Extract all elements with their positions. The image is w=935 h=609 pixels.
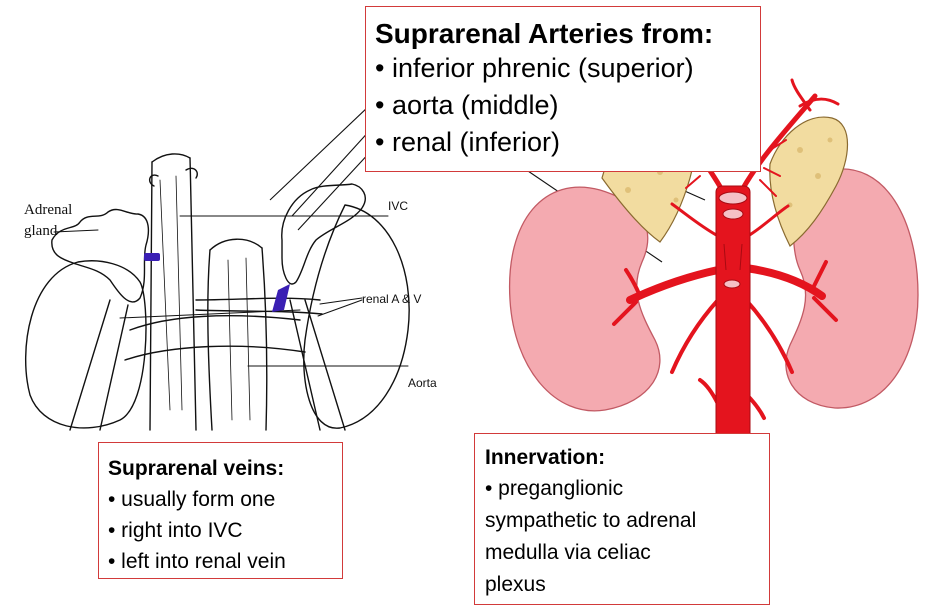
veins-item-left-renal: • left into renal vein <box>108 550 286 573</box>
ivc-vessel <box>149 157 197 431</box>
innervation-line-2: sympathetic to adrenal <box>485 509 697 532</box>
renal-av-label: renal A & V <box>362 292 422 306</box>
innervation-line-3: medulla via celiac <box>485 541 651 564</box>
left-line-drawing <box>25 153 410 431</box>
innervation-line-4: plexus <box>485 573 546 596</box>
right-drawing-kidney <box>303 204 410 429</box>
right-kidney <box>785 168 919 409</box>
right-middle-suprarenal <box>746 204 790 238</box>
arteries-item-aorta: • aorta (middle) <box>375 90 559 120</box>
veins-item-right-ivc: • right into IVC <box>108 519 243 542</box>
arteries-item-inferior-phrenic: • inferior phrenic (superior) <box>375 53 694 83</box>
left-vein-mark <box>144 253 160 261</box>
veins-item-form-one: • usually form one <box>108 488 276 511</box>
suprarenal-veins-box: Suprarenal veins: • usually form one • r… <box>98 442 343 579</box>
ivc-label: IVC <box>388 199 409 213</box>
left-kidney <box>508 186 661 412</box>
renal-leader-2 <box>317 299 363 317</box>
left-drawing-adrenal <box>51 208 150 303</box>
innervation-title: Innervation: <box>485 446 606 469</box>
left-drawing-kidney <box>25 260 147 429</box>
arteries-title: Suprarenal Arteries from: <box>375 18 714 49</box>
innervation-line-1: • preganglionic <box>485 477 624 500</box>
right-adrenal <box>769 116 849 247</box>
innervation-box: Innervation: • preganglionic sympathetic… <box>474 433 770 605</box>
suprarenal-arteries-box: Suprarenal Arteries from: • inferior phr… <box>365 6 761 172</box>
suprarenal-vein-marks <box>144 253 290 312</box>
right-renal-artery <box>742 264 826 300</box>
aorta-vessel <box>207 247 268 431</box>
adrenal-gland-label-line1: Adrenal <box>24 202 73 218</box>
color-illustration <box>508 78 919 487</box>
renal-leader-1 <box>319 297 363 305</box>
adrenal-gland-label-line2: gland <box>24 223 58 239</box>
right-drawing-adrenal <box>281 183 366 285</box>
left-renal-artery <box>626 266 722 304</box>
right-vein-mark <box>272 284 290 312</box>
arteries-item-renal: • renal (inferior) <box>375 127 561 157</box>
left-middle-suprarenal <box>670 202 720 238</box>
aorta-label: Aorta <box>408 376 437 390</box>
veins-title: Suprarenal veins: <box>108 457 285 480</box>
adrenal-leader <box>53 229 99 233</box>
